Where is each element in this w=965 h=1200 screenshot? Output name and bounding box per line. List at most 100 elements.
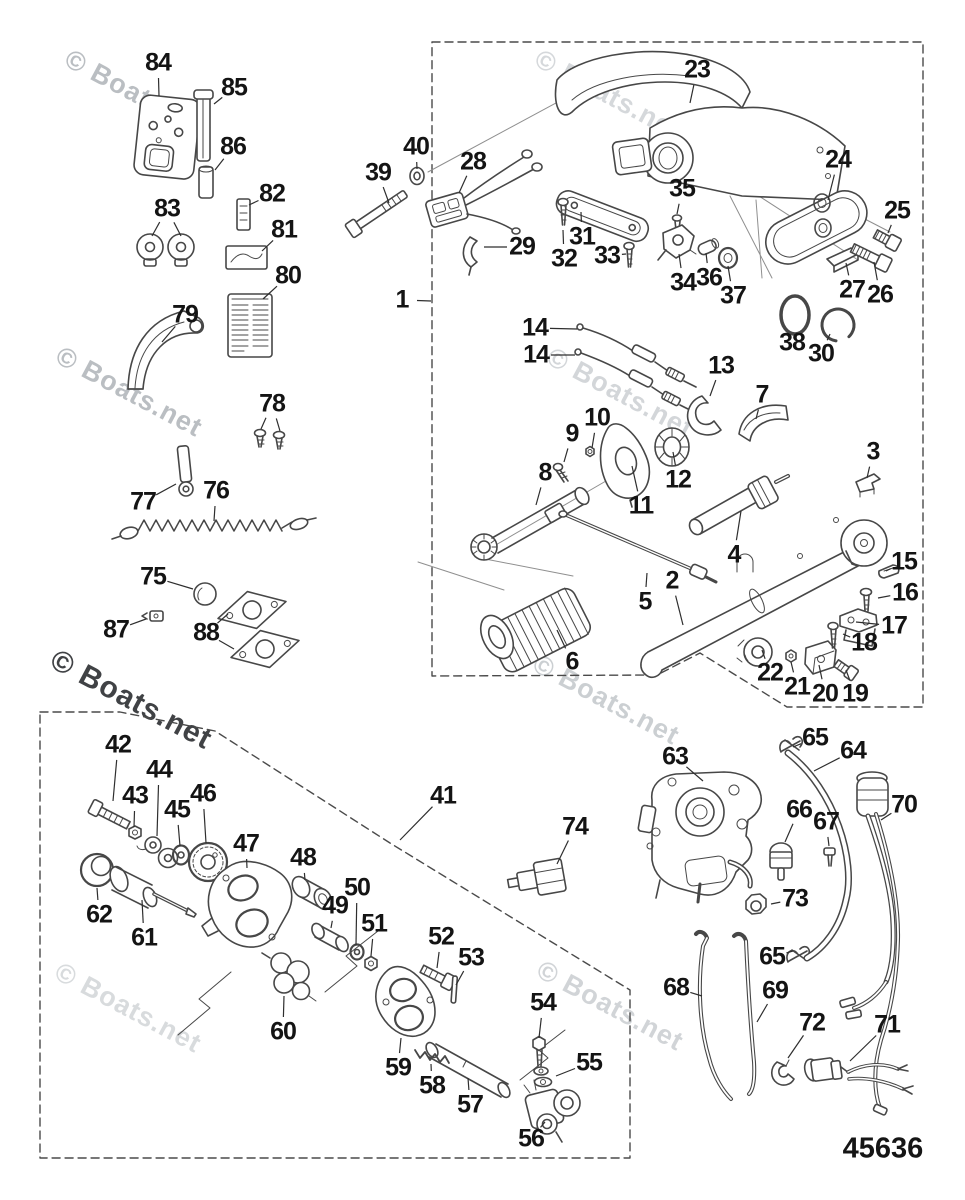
part-label-45: 45: [164, 795, 191, 824]
part-26-bolt: [849, 243, 893, 273]
part-33-screw: [623, 241, 635, 268]
part-66-fuel-filter: [769, 842, 793, 881]
leader-line: [260, 417, 267, 430]
leader-line: [784, 823, 794, 843]
part-71-switch: [803, 1057, 914, 1095]
part-label-38: 38: [779, 328, 806, 357]
part-39-bolt: [344, 190, 408, 239]
part-label-12: 12: [665, 465, 692, 494]
part-label-65: 65: [759, 942, 786, 971]
part-label-59: 59: [385, 1053, 412, 1082]
part-24-bracket-plate: [765, 190, 868, 265]
leader-line: [827, 174, 835, 201]
part-48-bushing: [291, 875, 333, 911]
part-label-80: 80: [275, 261, 302, 290]
leader-line: [877, 595, 891, 599]
part-56-steering-clamp: [523, 1079, 581, 1143]
part-14-cables: [574, 323, 697, 412]
part-73-nut: [745, 893, 767, 915]
leader-line: [262, 285, 278, 300]
part-3-clip: [855, 473, 881, 498]
part-label-29: 29: [509, 232, 536, 261]
leader-line: [203, 808, 207, 844]
leader-line: [842, 633, 851, 638]
leader-line: [631, 465, 639, 492]
leader-line: [535, 487, 542, 506]
part-label-62: 62: [86, 900, 113, 929]
group-box-1: [431, 41, 924, 708]
leader-line: [556, 629, 567, 649]
part-label-30: 30: [808, 339, 835, 368]
part-label-56: 56: [518, 1124, 545, 1153]
part-28-switch: [425, 149, 543, 235]
leader-line: [355, 902, 358, 946]
leader-line: [556, 840, 569, 865]
part-label-36: 36: [696, 263, 723, 292]
part-label-33: 33: [594, 241, 621, 270]
leader-line: [645, 572, 648, 588]
part-80-label: [227, 293, 273, 358]
leader-line: [151, 221, 161, 237]
part-label-78: 78: [259, 389, 286, 418]
part-label-7: 7: [755, 380, 770, 409]
part-47-swivel-bracket: [201, 860, 293, 948]
leader-line: [866, 466, 871, 479]
part-label-23: 23: [684, 55, 711, 84]
leader-line: [873, 261, 878, 281]
part-label-14: 14: [523, 340, 550, 369]
part-32-screw: [557, 197, 569, 226]
part-label-35: 35: [669, 174, 696, 203]
leader-line: [563, 448, 569, 463]
leader-line: [214, 158, 225, 171]
part-label-1: 1: [395, 285, 410, 314]
leader-line: [157, 77, 160, 97]
leader-line: [705, 252, 708, 264]
leader-line: [141, 899, 144, 924]
part-59-friction-plate: [375, 965, 436, 1038]
part-label-32: 32: [551, 244, 578, 273]
part-label-86: 86: [220, 132, 247, 161]
part-label-8: 8: [538, 458, 553, 487]
part-36-pin: [697, 238, 720, 256]
leader-line: [813, 757, 840, 772]
leader-line: [792, 743, 802, 748]
part-77-link: [176, 444, 194, 497]
leader-line: [213, 505, 216, 522]
part-50-washer: [349, 943, 365, 961]
leader-line: [261, 239, 274, 252]
leader-line: [538, 1017, 542, 1039]
leader-line: [382, 186, 390, 204]
part-46-wheel: [187, 841, 229, 883]
part-6-grip: [479, 587, 592, 673]
leader-line: [672, 451, 676, 466]
part-label-64: 64: [840, 736, 867, 765]
leader-line: [761, 649, 766, 659]
part-label-72: 72: [799, 1008, 826, 1037]
leader-line: [591, 432, 596, 449]
part-86-tube: [198, 165, 214, 199]
part-16-screw: [859, 587, 873, 612]
leader-line: [686, 766, 704, 782]
part-label-40: 40: [403, 132, 430, 161]
leader-line: [562, 229, 565, 245]
leader-line: [275, 418, 281, 432]
part-88-gaskets: [217, 590, 300, 669]
leader-line: [887, 224, 892, 234]
leader-line: [678, 253, 682, 269]
part-label-75: 75: [140, 562, 167, 591]
part-label-46: 46: [190, 779, 217, 808]
part-label-26: 26: [867, 280, 894, 309]
leader-line: [790, 661, 795, 673]
leader-line: [155, 483, 177, 496]
part-49-spacer: [311, 922, 349, 953]
part-29-clip: [462, 236, 478, 276]
part-85-tube: [193, 89, 214, 162]
part-label-34: 34: [670, 268, 697, 297]
part-label-18: 18: [851, 628, 878, 657]
part-57-shaft: [425, 1041, 511, 1099]
part-18-bolt: [827, 621, 839, 649]
part-label-85: 85: [221, 73, 248, 102]
part-79-bracket: [127, 310, 205, 390]
